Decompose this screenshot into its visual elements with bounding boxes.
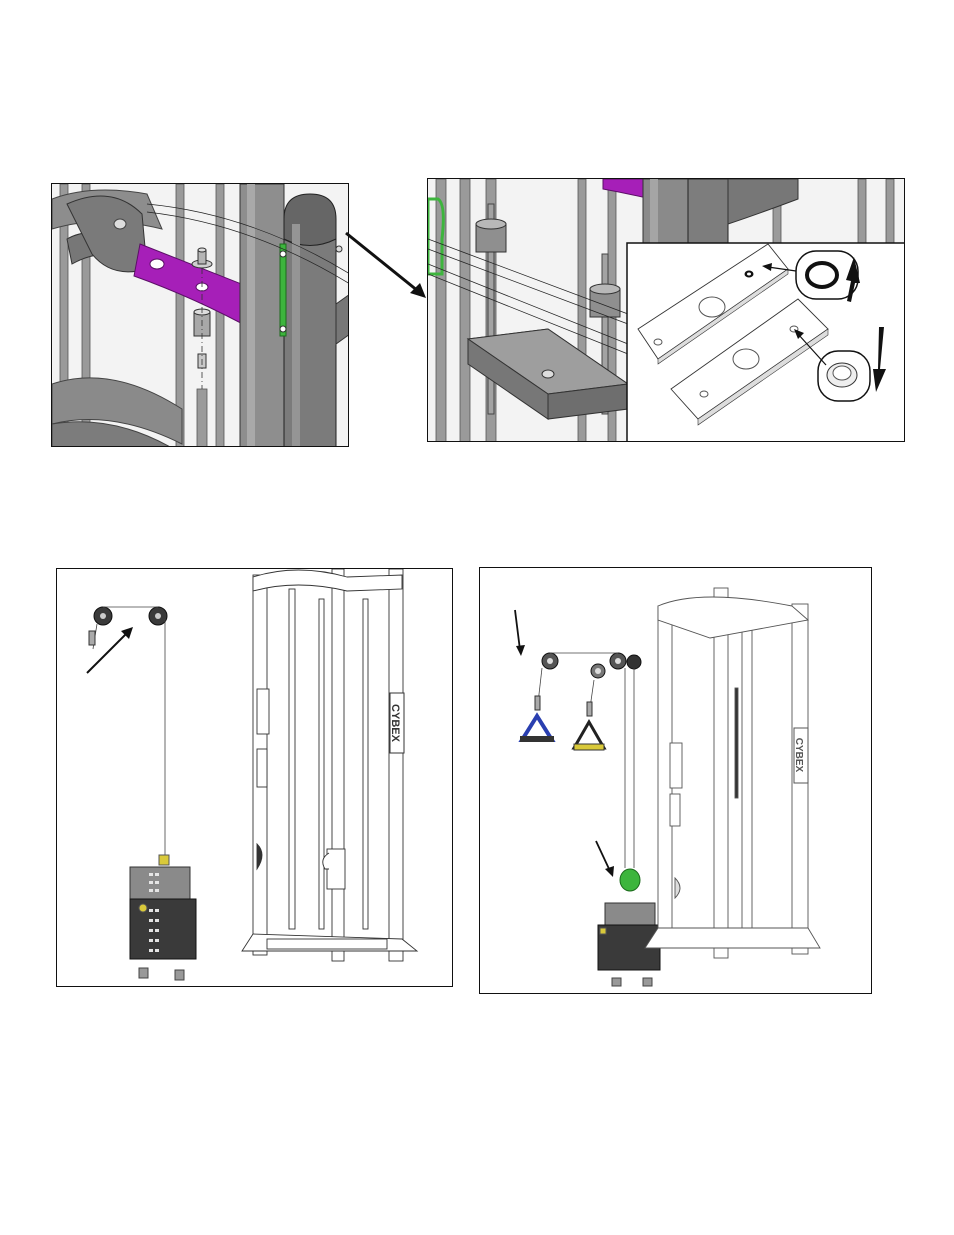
logo-text: CYBEX xyxy=(389,704,401,743)
handle-yellow-icon xyxy=(574,702,604,750)
pulley-icon xyxy=(94,607,167,625)
handle-blue-icon xyxy=(520,696,554,742)
upper-right-detail-panel xyxy=(427,178,905,442)
connector-arrow-icon xyxy=(340,225,430,305)
bushing-detail-icon xyxy=(627,243,905,442)
upper-left-detail-panel xyxy=(51,183,349,447)
green-pulley xyxy=(620,869,640,891)
lower-right-assembly-drawing: CYBEX xyxy=(480,568,872,994)
lower-left-assembly-drawing: CYBEX xyxy=(57,569,453,987)
bolt-icon xyxy=(192,248,212,268)
lower-right-assembly-panel: CYBEX xyxy=(479,567,872,994)
cybex-logo: CYBEX xyxy=(793,728,808,783)
cybex-logo: CYBEX xyxy=(389,693,404,753)
upper-right-detail-drawing xyxy=(428,179,905,442)
upper-left-detail-drawing xyxy=(52,184,349,447)
pulley-icon xyxy=(542,653,641,678)
logo-text: CYBEX xyxy=(793,738,804,773)
weight-stack-icon xyxy=(130,855,196,980)
lower-left-assembly-panel: CYBEX xyxy=(56,568,453,987)
frame-icon xyxy=(242,569,417,961)
